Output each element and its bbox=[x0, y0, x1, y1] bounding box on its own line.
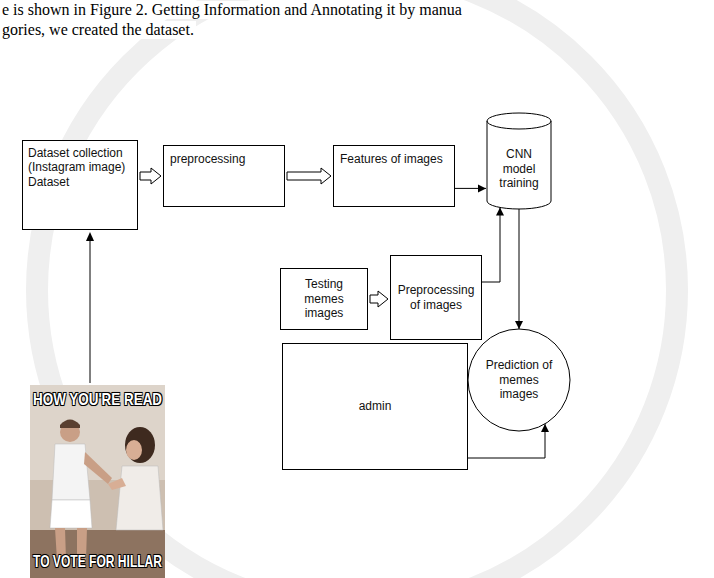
woman-hair bbox=[125, 427, 155, 463]
source-arrow-line bbox=[90, 240, 91, 383]
process-box: Testing memes images bbox=[280, 268, 368, 330]
node-text: Testing memes images bbox=[286, 277, 362, 320]
process-box: Preprocessing of images bbox=[390, 255, 482, 340]
node-text: Prediction of memes images bbox=[482, 358, 556, 401]
node-text: Preprocessing of images bbox=[396, 283, 476, 312]
man-arm bbox=[84, 452, 112, 484]
node-text: Dataset collection (Instagram image) Dat… bbox=[28, 146, 132, 189]
meme-caption: TO VOTE FOR HILLAR bbox=[33, 552, 162, 572]
block-arrow bbox=[140, 168, 161, 184]
arrow-head bbox=[478, 184, 486, 192]
block-arrow bbox=[287, 168, 331, 184]
node-text: Features of images bbox=[340, 152, 443, 166]
node-text: preprocessing bbox=[170, 152, 245, 166]
process-box: Features of images bbox=[333, 145, 455, 207]
connector bbox=[482, 207, 504, 282]
connector-line bbox=[482, 207, 500, 282]
process-box: Dataset collection (Instagram image) Dat… bbox=[22, 140, 138, 230]
body-text: e is shown in Figure 2. Getting Informat… bbox=[2, 1, 464, 19]
woman-dress bbox=[116, 466, 163, 530]
connector bbox=[455, 184, 486, 192]
node-text: CNN model training bbox=[491, 147, 547, 190]
meme-caption: HOW YOU'RE READ bbox=[33, 390, 162, 410]
circle-outline bbox=[468, 329, 570, 431]
output-circle: Prediction of memes images bbox=[467, 328, 571, 432]
source-arrow-head bbox=[86, 232, 94, 241]
connector bbox=[370, 291, 388, 307]
arrow-head bbox=[496, 207, 504, 215]
connector-line bbox=[519, 209, 520, 329]
block-arrow bbox=[370, 291, 388, 307]
woman-arm bbox=[108, 478, 126, 490]
node-text: admin bbox=[359, 399, 392, 413]
database-cylinder: CNN model training bbox=[486, 112, 552, 210]
body-text: gories, we created the dataset. bbox=[2, 21, 196, 39]
connector bbox=[515, 209, 523, 329]
actor-box: admin bbox=[282, 343, 468, 470]
watermark-ring bbox=[37, 0, 677, 578]
connector bbox=[140, 168, 161, 184]
meme-picture bbox=[30, 385, 165, 578]
process-box: preprocessing bbox=[163, 145, 285, 207]
arrow-head bbox=[515, 321, 523, 329]
picture-ground bbox=[30, 385, 165, 578]
cylinder-rim bbox=[487, 121, 551, 129]
connector bbox=[287, 168, 331, 184]
man-shirt bbox=[52, 444, 90, 500]
cylinder-body bbox=[487, 113, 551, 209]
man-hair bbox=[60, 420, 80, 429]
man-shorts bbox=[50, 500, 92, 528]
woman-face bbox=[126, 440, 142, 460]
picture-floor bbox=[30, 530, 165, 578]
